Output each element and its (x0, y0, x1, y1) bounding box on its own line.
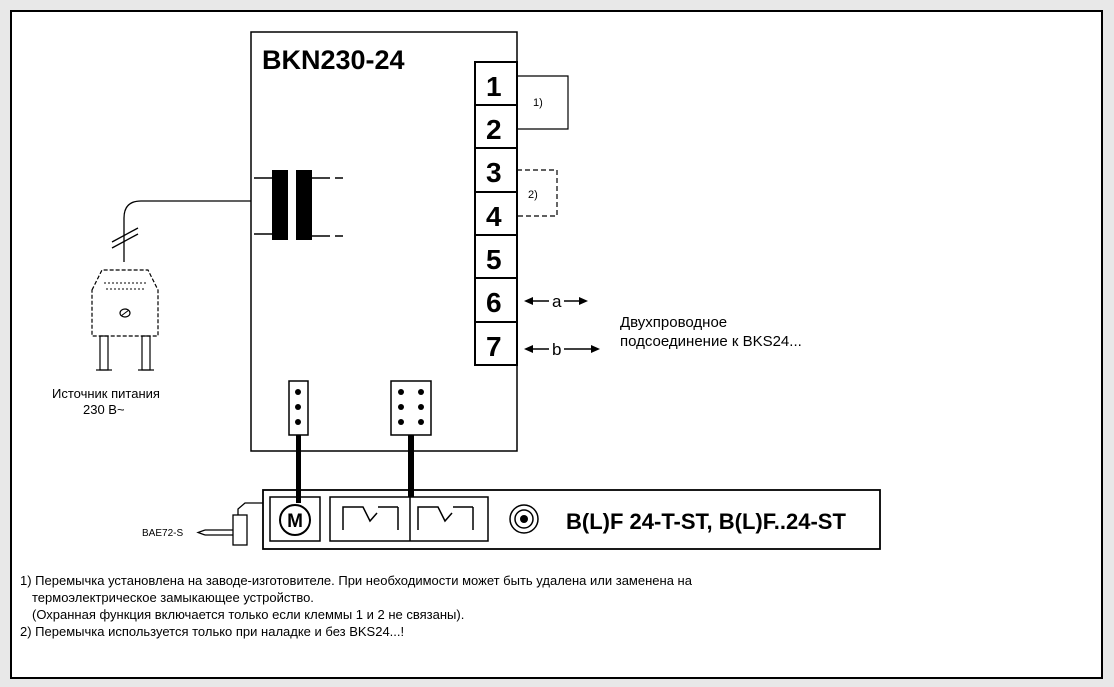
cable-switches (408, 435, 414, 497)
device-title: BKN230-24 (262, 45, 405, 75)
terminal-5: 5 (486, 244, 502, 275)
arrow-b (524, 345, 600, 353)
motor-box (269, 496, 321, 542)
power-cable (111, 200, 251, 262)
thermal-sensor-icon (509, 504, 539, 534)
arrow-b-label: b (552, 340, 561, 359)
connector-switches (390, 380, 432, 436)
actuator-box (262, 489, 881, 550)
plug-icon (91, 269, 159, 371)
footnote-1-line3: (Охранная функция включается только если… (32, 607, 464, 622)
footnote-2: 2) Перемычка используется только при нал… (20, 624, 404, 639)
terminal-1: 1 (486, 71, 502, 102)
terminal-6: 6 (486, 287, 502, 318)
terminal-7: 7 (486, 331, 502, 362)
bridge-1-2 (517, 75, 569, 130)
motor-label: M (287, 511, 303, 532)
terminal-2: 2 (486, 114, 502, 145)
transformer-icon (254, 170, 343, 240)
bae72-label: BAE72-S (142, 528, 183, 539)
connector-motor (288, 380, 309, 436)
cable-motor (296, 435, 301, 503)
arrow-a-label: a (552, 292, 562, 311)
power-label-line1: Источник питания (52, 386, 160, 401)
wiring-desc-line2: подсоединение к BKS24... (620, 333, 802, 350)
footnote-1-line2: термоэлектрическое замыкающее устройство… (32, 590, 314, 605)
arrow-a (524, 297, 588, 305)
bridge-3-4 (517, 169, 558, 217)
bridge-2-label: 2) (528, 189, 538, 201)
wiring-desc-line1: Двухпроводное (620, 314, 727, 331)
motor-icon (279, 504, 311, 536)
terminal-block (474, 61, 518, 366)
terminal-4: 4 (486, 201, 502, 232)
footnote-1-line1: 1) Перемычка установлена на заводе-изгот… (20, 573, 693, 588)
bridge-1-label: 1) (533, 97, 543, 109)
power-label-line2: 230 В~ (83, 402, 125, 417)
actuator-label: B(L)F 24-T-ST, B(L)F..24-ST (566, 509, 846, 534)
bae72-sensor-icon (196, 502, 263, 546)
terminal-3: 3 (486, 157, 502, 188)
aux-switches (329, 496, 489, 542)
diagram-frame (10, 10, 1103, 679)
